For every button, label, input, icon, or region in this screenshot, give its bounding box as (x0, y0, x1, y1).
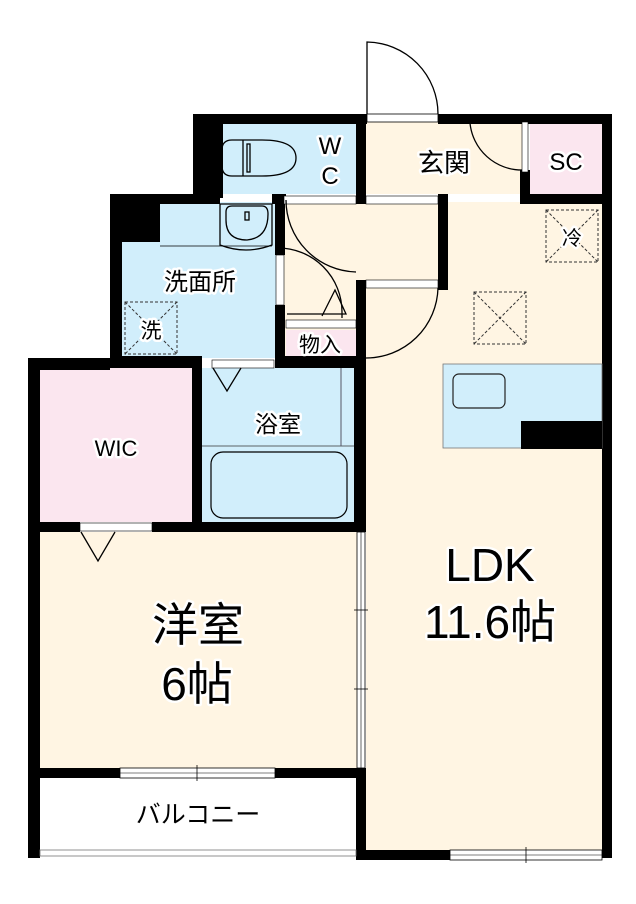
wc-room (222, 122, 356, 194)
western-room-label: 洋室 (152, 599, 244, 651)
entrance-room (366, 122, 522, 194)
ldk-room (366, 202, 602, 850)
windows (39, 113, 603, 863)
toilet-icon (221, 139, 297, 177)
western-room-size: 6帖 (161, 658, 233, 710)
sink-icon (160, 203, 273, 251)
wc-label-c: C (321, 163, 338, 190)
ceiling-light-icon (473, 291, 527, 345)
washroom-door (285, 199, 357, 273)
washroom-label: 洗面所 (164, 269, 236, 296)
entrance-label: 玄関 (418, 148, 470, 178)
western-room (40, 532, 358, 768)
wc-label: W (319, 133, 342, 160)
balcony-label: バルコニー (136, 801, 261, 829)
ldk-size: 11.6帖 (424, 596, 556, 648)
fridge-icon (545, 209, 599, 263)
wic-label: WIC (95, 436, 138, 461)
door-triangles (80, 367, 242, 563)
hall-door (365, 287, 439, 359)
front-door (366, 41, 439, 115)
fridge-label: 冷 (562, 227, 582, 250)
washer-label: 洗 (141, 320, 162, 343)
storage-closet (286, 330, 356, 358)
bathtub-icon (202, 368, 354, 519)
sc-door (469, 122, 523, 171)
bathroom-label: 浴室 (255, 411, 301, 437)
kitchen-counter (442, 363, 603, 449)
balcony-area (40, 778, 358, 850)
shoe-closet (530, 122, 602, 194)
wic-room (40, 368, 192, 522)
washing-machine-icon (124, 301, 178, 355)
storage-label: 物入 (299, 334, 341, 357)
shoe-closet-label: SC (549, 149, 582, 176)
door-swings (277, 41, 523, 359)
ldk-label: LDK (445, 539, 535, 591)
walls (28, 114, 612, 860)
